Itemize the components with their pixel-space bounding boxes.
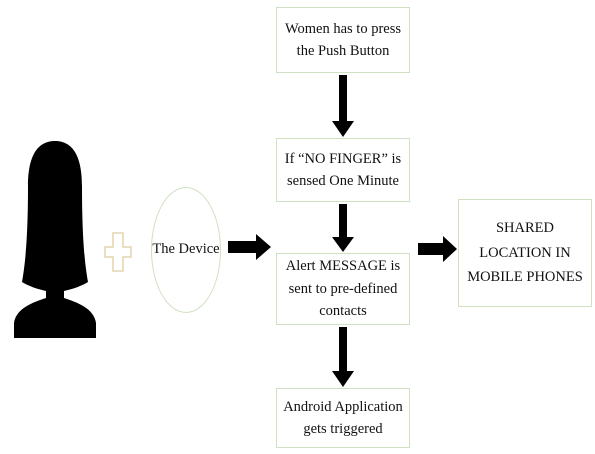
right-arrow-icon <box>418 236 457 262</box>
no-finger-step-text: If “NO FINGER” is sensed One Minute <box>284 150 402 189</box>
down-arrow-icon <box>332 75 354 137</box>
device-node: The Device <box>151 187 221 313</box>
down-arrow-icon <box>332 204 354 252</box>
push-button-step-text: Women has to press the Push Button <box>284 20 402 59</box>
right-arrow-icon <box>228 234 271 260</box>
no-finger-step: If “NO FINGER” is sensed One Minute <box>276 138 410 202</box>
alert-message-step: Alert MESSAGE is sent to pre-defined con… <box>276 253 410 325</box>
android-app-step-text: Android Application gets triggered <box>283 398 403 437</box>
plus-icon <box>104 232 132 272</box>
down-arrow-icon <box>332 327 354 387</box>
android-app-step: Android Application gets triggered <box>276 388 410 448</box>
device-label: The Device <box>152 241 220 258</box>
woman-silhouette-icon <box>14 141 96 338</box>
alert-message-step-text: Alert MESSAGE is sent to pre-defined con… <box>285 258 401 320</box>
shared-location-step: SHARED LOCATION IN MOBILE PHONES <box>458 199 592 307</box>
shared-location-step-text: SHARED LOCATION IN MOBILE PHONES <box>467 220 583 286</box>
push-button-step: Women has to press the Push Button <box>276 7 410 73</box>
